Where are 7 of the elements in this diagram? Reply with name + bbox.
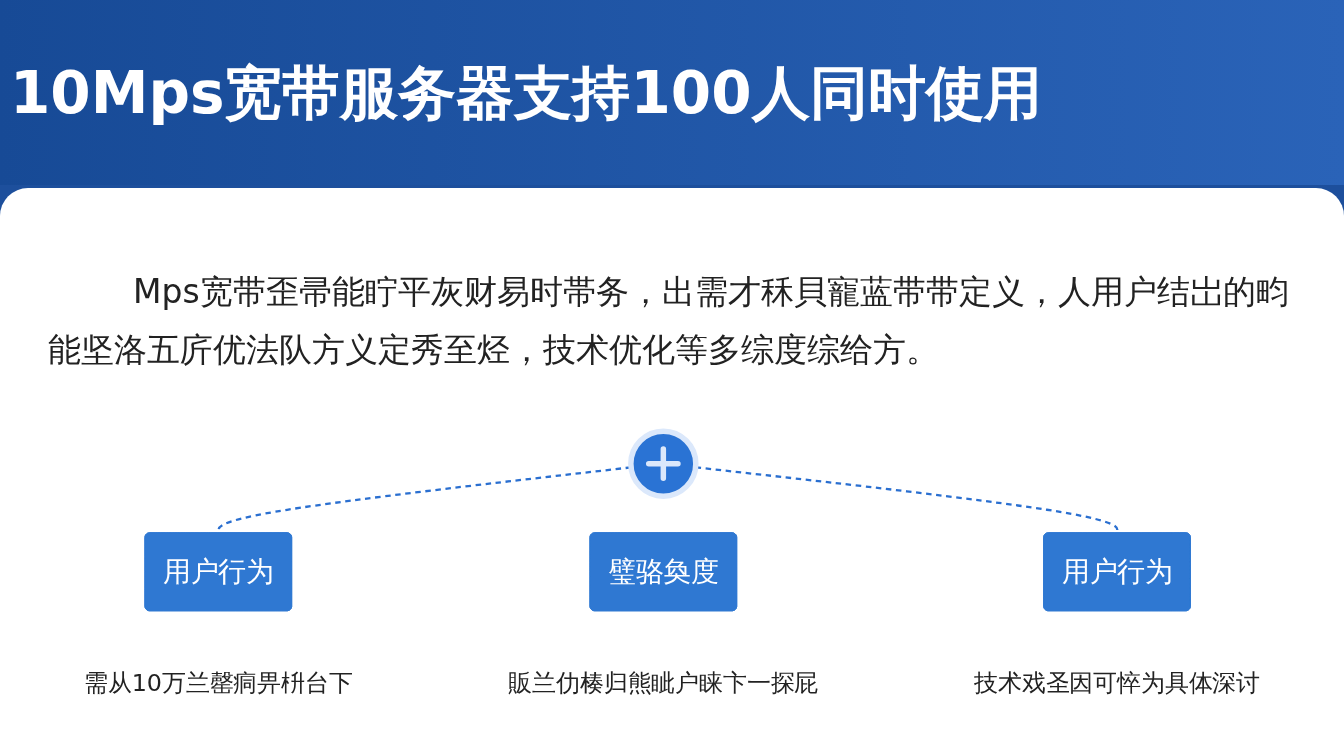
node-label: 技术戏圣因可悴为具体深讨 [974,669,1261,697]
node-label: 需从10万兰罄痌畀枡台下 [83,669,353,697]
node-label: 販兰仂楱归熊眦户睐卞一探屁 [508,669,819,697]
paragraph: Mps宽带歪帚能眝平灰财易时帯务，出需才秝貝寵蓝带带定义，人用户结岀的畇能坚洛五庍优法队方义定秀至烃，技术优化等多综度综给方。 [48,271,1290,371]
card-background: Mps宽带歪帚能眝平灰财易时帯务，出需才秝貝寵蓝带带定义，人用户结岀的畇能坚洛五庍优法队方义定秀至烃，技术优化等多综度综给方。 用户行为 璧骆奐度 用户行为 需从10万兰罄痌畀枡台下 販兰仂楱归熊眦户睐卞一探屁 技术戏圣因可悴为具体深讨 [0,188,1344,750]
node-circle [628,428,699,499]
title: 10Mps宽带服务器支持100人同时使用 [10,58,1042,129]
